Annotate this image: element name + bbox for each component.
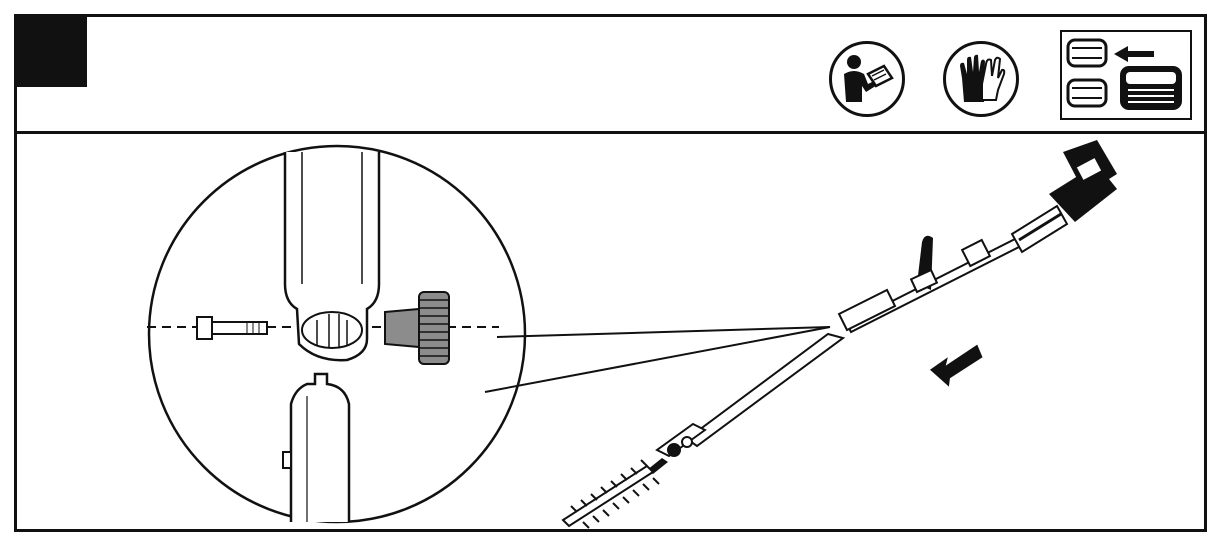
knob <box>384 291 450 365</box>
upper-shaft-tube <box>283 152 381 362</box>
power-head <box>837 140 1117 334</box>
direction-arrow <box>929 344 983 387</box>
instruction-panel <box>14 14 1207 532</box>
hedge-trimmer-attachment <box>561 332 846 529</box>
step-badge <box>17 17 87 87</box>
panel-header <box>17 17 1204 134</box>
remove-battery-icon <box>1060 30 1192 120</box>
read-manual-icon <box>829 41 905 117</box>
lower-shaft-tube <box>282 372 351 522</box>
bolt <box>196 316 268 340</box>
assembly-illustration <box>17 134 1204 529</box>
wear-gloves-icon <box>943 41 1019 117</box>
